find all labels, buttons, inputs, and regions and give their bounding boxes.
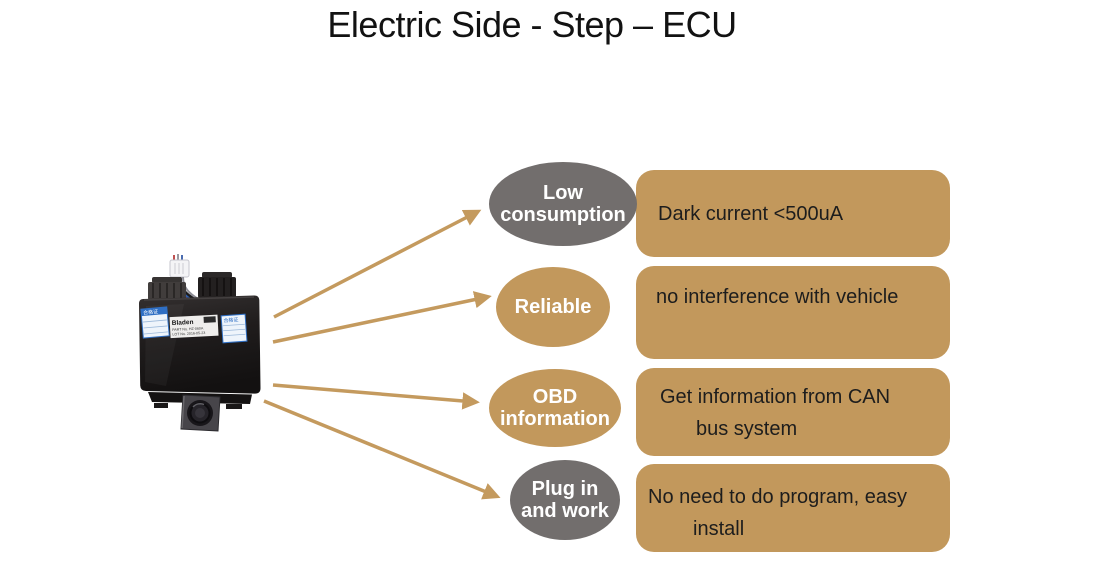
arrow-plug-in: [263, 399, 501, 500]
card-text-line: No need to do program, easy: [648, 486, 908, 508]
bubble-label-line: information: [500, 408, 610, 430]
svg-text:LOT No. 2016-05-23: LOT No. 2016-05-23: [172, 331, 205, 337]
card-text-line: Dark current <500uA: [658, 203, 844, 225]
arrow-reliable: [272, 291, 492, 344]
left-connector: [148, 277, 186, 300]
bubble-label-line: and work: [521, 500, 609, 522]
card-text-line: no interference with vehicle: [656, 286, 899, 308]
card-text-line: install: [693, 518, 745, 540]
mounting-bracket: [180, 394, 221, 432]
card-text-line: bus system: [696, 418, 798, 440]
arrow-obd-information: [272, 383, 480, 410]
svg-text:Bladen: Bladen: [172, 319, 194, 327]
feature-card-reliable: no interference with vehicle: [636, 266, 950, 359]
feature-bubble-plug-in: Plug in and work: [510, 460, 620, 540]
page-title: Electric Side - Step – ECU: [327, 4, 737, 45]
feature-bubble-obd-information: OBD information: [489, 369, 621, 447]
feature-bubble-reliable: Reliable: [496, 267, 610, 347]
svg-text:合格证: 合格证: [143, 308, 159, 316]
arrow-low-consumption: [273, 209, 482, 319]
bubble-label-line: Reliable: [514, 296, 592, 318]
card-text-line: Get information from CAN: [660, 386, 891, 408]
right-connector: [198, 272, 236, 298]
bubble-label-line: consumption: [500, 204, 626, 226]
feature-card-plug-in: No need to do program, easy install: [636, 464, 950, 552]
svg-text:合格证: 合格证: [223, 316, 238, 324]
bubble-label-line: Low: [543, 182, 583, 204]
svg-text:PART No. HZ-060A: PART No. HZ-060A: [172, 326, 204, 332]
ecu-device-illustration: 合格证 Bladen PART No. HZ-060A LOT No. 2016…: [138, 254, 261, 432]
bubble-label-line: OBD: [532, 386, 578, 408]
bubble-label-line: Plug in: [531, 478, 599, 500]
feature-bubble-low-consumption: Low consumption: [489, 162, 637, 246]
feature-card-obd-information: Get information from CAN bus system: [636, 368, 950, 456]
brand-part-label: Bladen PART No. HZ-060A LOT No. 2016-05-…: [169, 314, 219, 339]
right-certificate-label: 合格证: [220, 313, 248, 344]
feature-card-low-consumption: Dark current <500uA: [636, 170, 950, 257]
left-certificate-label: 合格证: [140, 306, 170, 339]
